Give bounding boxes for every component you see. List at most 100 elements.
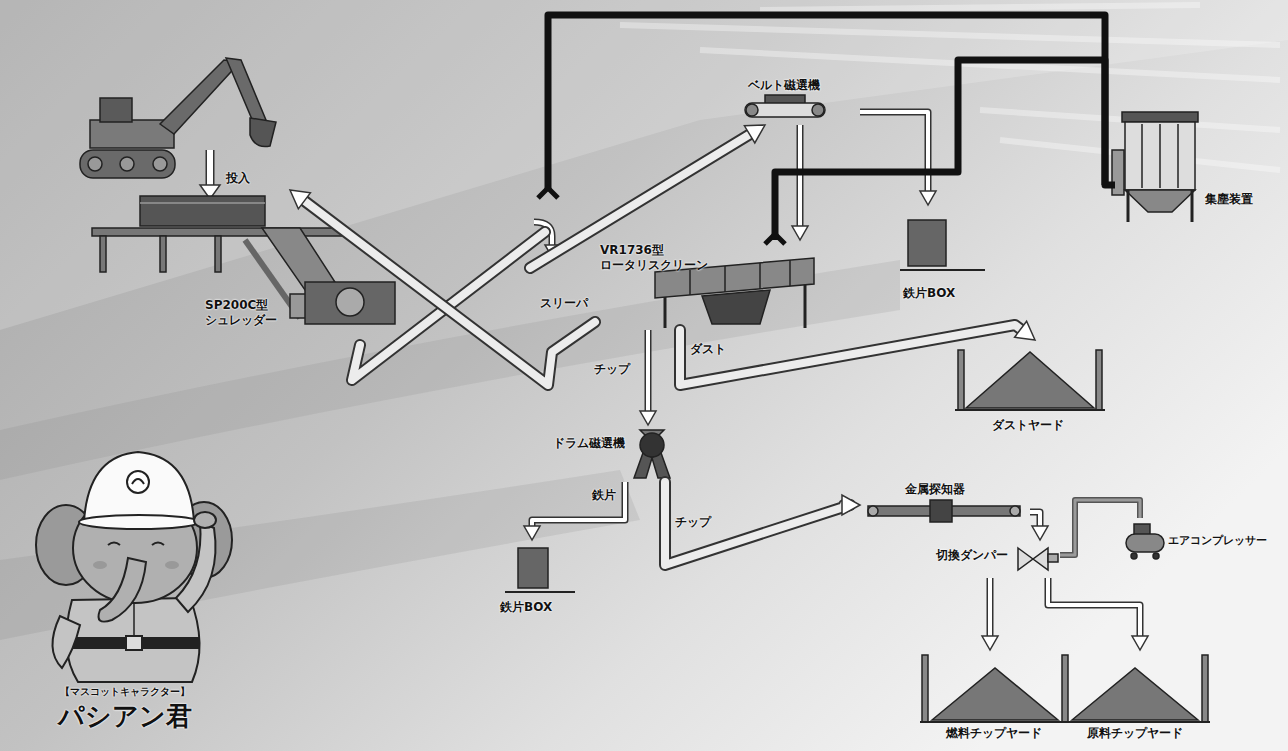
metal-detector	[868, 500, 1020, 522]
iron-box-body	[518, 548, 548, 588]
node-label: VR1736型 ロータリスクリーン	[600, 243, 712, 273]
mascot-helmet	[84, 452, 194, 522]
background-band	[0, 0, 1288, 330]
duct-hood	[538, 188, 558, 198]
connector-body	[303, 200, 595, 385]
flow-arrow	[524, 482, 625, 540]
iron-box: 鉄片BOX	[490, 540, 580, 622]
connector-outline	[797, 125, 804, 228]
mascot-cheek	[165, 561, 179, 569]
collector-leg	[1191, 190, 1194, 222]
air-compressor	[1126, 524, 1164, 559]
arrow-head	[920, 191, 936, 205]
flow-arrow	[792, 125, 808, 240]
mascot-eye	[152, 543, 164, 546]
shredder-hopper	[140, 196, 265, 226]
connector-outline	[860, 112, 928, 193]
mascot-hand	[194, 512, 216, 528]
feed-arrow	[200, 150, 220, 199]
connector-outline	[352, 133, 751, 380]
dust-collector	[1112, 112, 1198, 222]
connector-outline	[1060, 500, 1140, 555]
collector-roof	[1122, 112, 1198, 122]
arrow-head	[290, 190, 310, 209]
detector-roller	[1010, 506, 1020, 516]
node-label: 鉄片BOX	[500, 600, 552, 615]
flow-label: チップ	[594, 362, 630, 376]
yard-wall	[1062, 655, 1068, 722]
excavator-arm	[226, 58, 266, 124]
mascot-cheek	[93, 561, 107, 569]
connector-body	[798, 125, 802, 228]
node-label: 原料チップヤード	[1087, 726, 1183, 741]
arrow-head	[842, 495, 860, 515]
connector-body	[646, 330, 650, 413]
excavator-bucket	[250, 118, 276, 147]
node-label: 金属探知器	[905, 482, 965, 497]
conveyor	[290, 190, 595, 385]
mascot-name: パシアン君	[58, 701, 192, 732]
shredder-rim	[140, 202, 265, 204]
shredder-chute	[262, 228, 335, 290]
shredder-leg	[100, 236, 106, 272]
dust-collector: 集塵装置	[1115, 110, 1275, 225]
compressor-wheel	[1131, 553, 1137, 559]
compressor-wheel	[1153, 553, 1159, 559]
arrow-body	[207, 150, 213, 187]
connector-outline	[1048, 578, 1140, 638]
connector-body	[1060, 500, 1140, 555]
magnet-roller	[812, 104, 824, 116]
mascot-caption: 【マスコットキャラクター】	[60, 686, 190, 698]
excavator-wheel	[120, 157, 134, 171]
excavator-track	[80, 150, 175, 178]
dust-yard: ダストヤード	[955, 340, 1105, 440]
iron-box: 鉄片BOX	[895, 205, 990, 305]
drum	[640, 433, 664, 457]
connector-body	[860, 112, 928, 193]
conveyor	[665, 482, 860, 565]
metal-detector: 金属探知器	[860, 478, 1030, 526]
connector-body	[1048, 578, 1140, 638]
conveyor	[680, 321, 1035, 385]
yard-wall	[958, 350, 964, 410]
screen-rib	[789, 260, 791, 286]
rotary-screen: VR1736型 ロータリスクリーン	[595, 240, 820, 330]
drum-magnet: ドラム磁選機	[550, 425, 685, 482]
iron-box	[900, 220, 985, 270]
arrow-head	[1015, 321, 1035, 340]
excavator	[80, 58, 276, 178]
connector-outline	[303, 200, 595, 385]
screen-rib	[724, 266, 726, 292]
mascot-eye	[108, 543, 120, 546]
log	[760, 5, 1200, 10]
collector-leg	[1127, 190, 1130, 222]
connector-outline	[645, 330, 652, 413]
node-label: ベルト磁選機	[748, 78, 820, 93]
mascot-helmet-brim	[79, 515, 199, 529]
connector-body	[988, 578, 992, 638]
flow-arrow	[1030, 512, 1048, 540]
connector-outline	[532, 482, 625, 528]
mascot-arm	[52, 616, 80, 668]
excavator-boom	[160, 60, 240, 134]
yard-wall	[1202, 655, 1208, 722]
collector-bag	[1159, 124, 1161, 188]
arrow-head	[640, 411, 656, 425]
node-label: 燃料チップヤード	[946, 726, 1042, 741]
excavator-wheel	[88, 157, 102, 171]
connector-body	[665, 482, 850, 565]
iron-box	[505, 548, 575, 592]
yard-floor	[920, 721, 1210, 723]
dust-yard	[955, 350, 1105, 410]
dust-pile	[966, 352, 1094, 408]
chip-yards	[920, 655, 1210, 722]
shredder: SP200C型 シュレッダー	[88, 190, 400, 345]
mascot-trunk	[99, 558, 147, 622]
dust-duct	[775, 60, 1115, 240]
chip-pile	[932, 668, 1058, 720]
connector-outline	[987, 578, 994, 638]
